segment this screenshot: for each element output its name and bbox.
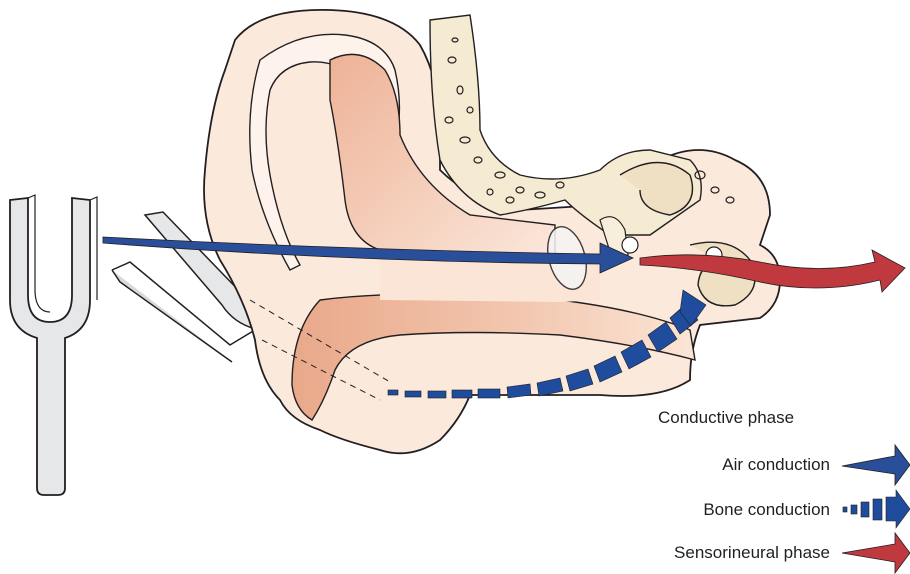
legend-conductive-phase: Conductive phase — [658, 408, 794, 428]
tuning-fork-front — [10, 195, 97, 495]
legend-sensorineural-icon — [842, 533, 910, 573]
legend-sensorineural-label: Sensorineural phase — [674, 543, 830, 563]
legend-bone-conduction-icon — [843, 490, 910, 528]
legend-air-conduction-label: Air conduction — [722, 455, 830, 475]
legend-bone-conduction-label: Bone conduction — [703, 500, 830, 520]
ear — [204, 10, 780, 453]
legend-air-conduction-icon — [842, 445, 910, 485]
